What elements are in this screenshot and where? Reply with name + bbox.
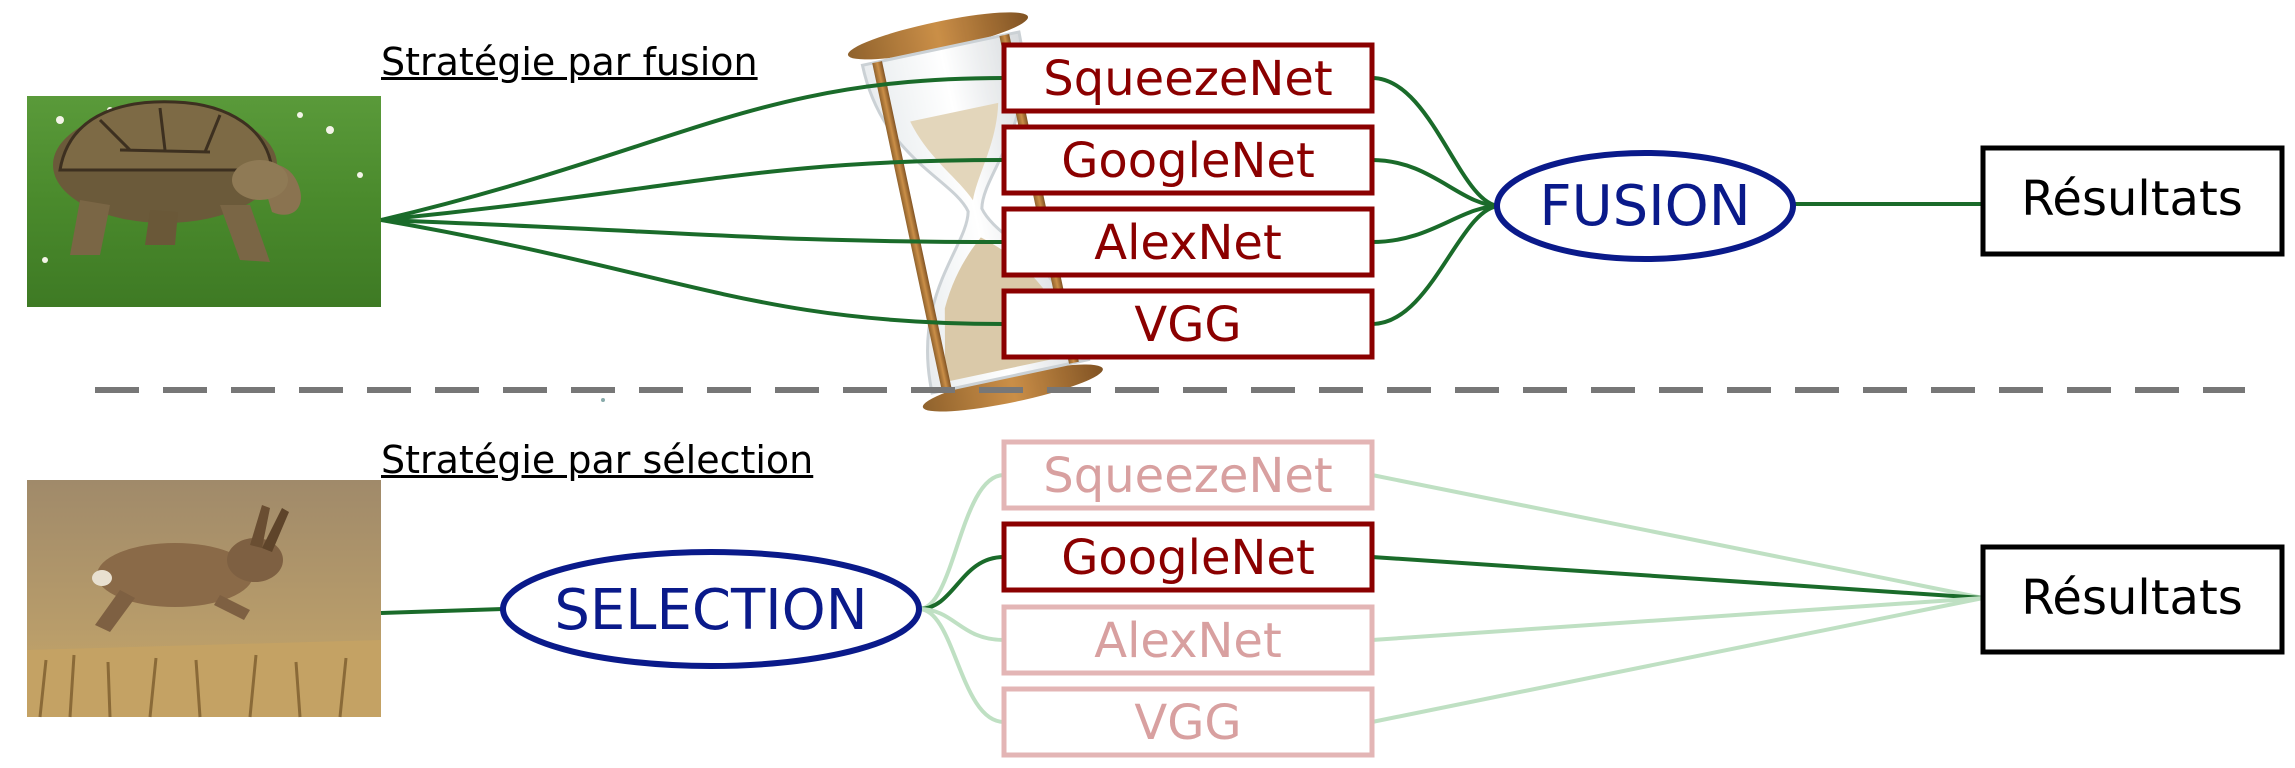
selection-output-edge	[1371, 596, 1984, 724]
selection-output-edge	[1371, 596, 1984, 642]
selection-network-label: GoogleNet	[1061, 530, 1315, 586]
fusion-result-label: Résultats	[2021, 171, 2243, 227]
selection-network-label: SqueezeNet	[1043, 448, 1332, 504]
fusion-input-edge	[380, 158, 1005, 222]
fusion-input-edge	[380, 76, 1005, 222]
fusion-network-box-alexnet: AlexNet	[1001, 206, 1375, 278]
fusion-node: FUSION	[1494, 150, 1796, 262]
selection-label: SELECTION	[554, 578, 867, 643]
selection-branch-edge	[918, 607, 1005, 724]
fusion-network-label: VGG	[1134, 297, 1241, 353]
fusion-network-box-googlenet: GoogleNet	[1001, 124, 1375, 196]
selection-branch-edge	[918, 555, 1005, 611]
selection-node: SELECTION	[500, 549, 922, 669]
fusion-network-box-vgg: VGG	[1001, 288, 1375, 360]
selection-network-label: AlexNet	[1094, 613, 1282, 669]
selection-input-edge	[380, 607, 504, 615]
fusion-strategy-title: Stratégie par fusion	[381, 40, 758, 84]
fusion-network-label: AlexNet	[1094, 215, 1282, 271]
selection-network-box-squeezenet: SqueezeNet	[1001, 439, 1375, 511]
network-boxes: SqueezeNetGoogleNetAlexNetVGGSqueezeNetG…	[1001, 42, 1375, 758]
fusion-label: FUSION	[1539, 174, 1750, 239]
selection-network-label: VGG	[1134, 695, 1241, 751]
fusion-output-edge	[1371, 204, 1501, 326]
selection-branch-edge	[918, 473, 1005, 611]
fusion-input-edge	[380, 218, 1005, 326]
tortoise-photo	[27, 96, 381, 307]
fusion-output-edge	[1371, 204, 1501, 244]
fusion-input-edge	[380, 218, 1005, 244]
selection-network-box-alexnet: AlexNet	[1001, 604, 1375, 676]
selection-branch-edge	[918, 607, 1005, 642]
fusion-network-label: SqueezeNet	[1043, 51, 1332, 107]
selection-network-box-vgg: VGG	[1001, 686, 1375, 758]
selection-edges	[380, 473, 1984, 724]
fusion-network-box-squeezenet: SqueezeNet	[1001, 42, 1375, 114]
selection-strategy-title: Stratégie par sélection	[381, 438, 814, 482]
fusion-output-edge	[1371, 158, 1501, 208]
fusion-network-label: GoogleNet	[1061, 133, 1315, 189]
fusion-result: Résultats	[1980, 145, 2285, 257]
fusion-output-edge	[1371, 76, 1501, 208]
fusion-edges	[380, 76, 1983, 326]
selection-result-label: Résultats	[2021, 570, 2243, 626]
selection-output-edge	[1371, 555, 1984, 600]
selection-network-box-googlenet: GoogleNet	[1001, 521, 1375, 593]
selection-result: Résultats	[1980, 544, 2285, 655]
hare-photo	[27, 480, 381, 718]
selection-output-edge	[1371, 473, 1984, 600]
